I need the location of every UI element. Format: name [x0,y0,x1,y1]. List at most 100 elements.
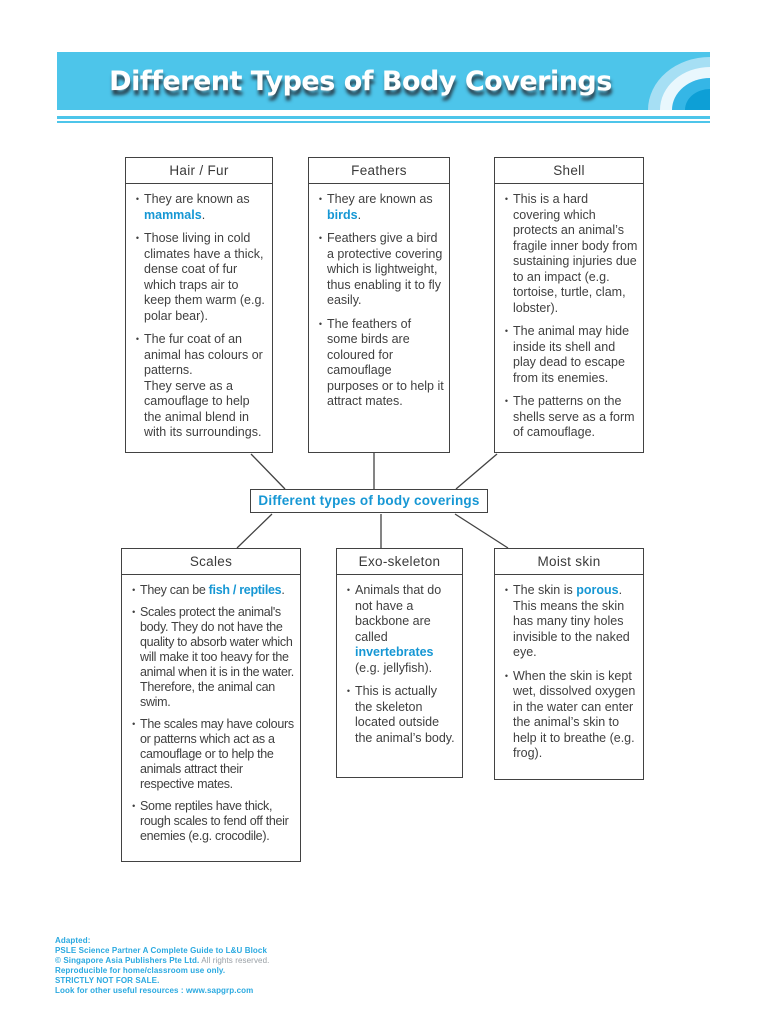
body-text: They serve as a camouflage to help the a… [144,378,262,440]
bullet-item: •The feathers of some birds are coloured… [314,317,444,410]
bullet-dot-icon: • [132,719,135,729]
box-title: Exo-skeleton [337,549,462,575]
bullet-dot-icon: • [504,396,509,406]
bullet-dot-icon: • [346,686,351,696]
bullet-dot-icon: • [135,233,140,243]
concept-box-hair-fur: Hair / Fur • They are known as mammals. • Th… [125,157,273,453]
body-text: Animals that do not have a backbone are … [355,583,442,644]
box-bullet-list: • They are known as mammals. • Those living… [126,184,272,441]
bullet-dot-icon: • [132,607,135,617]
bullet-dot-icon: • [504,670,509,681]
bullet-text: This is a hard covering which protects a… [513,192,638,316]
keyword-text: invertebrates [355,645,434,659]
bullet-dot-icon: • [132,585,135,595]
keyword-text: / [229,583,240,597]
body-text: . [201,207,206,222]
title-banner: Different Types of Body Coverings [57,52,710,110]
footer-text: Adapted: [55,936,91,945]
body-text: (e.g. jellyfish). [355,660,433,675]
body-text: The skin is [513,583,577,597]
banner-underline-thin [57,121,710,123]
bullet-text: They can be fish / reptiles. [140,583,295,598]
center-node: Different types of body coverings [250,489,488,513]
footer-text: Reproducible for home/classroom use only… [55,966,226,975]
box-bullet-list: • They are known as birds. • Feathers give … [309,184,449,410]
bullet-text: They are known as mammals. [144,192,267,223]
bullet-item: • They are known as mammals. [131,192,267,223]
footer-text: © Singapore Asia Publishers Pte Ltd. [55,956,200,965]
bullet-item: • The scales may have colours or patterns… [127,717,295,792]
box-bullet-list: • They can be fish / reptiles. • Scales pro… [122,575,300,844]
footer-text: STRICTLY NOT FOR SALE. [55,976,160,985]
box-bullet-list: • Animals that do not have a backbone are… [337,575,462,746]
body-text: This is actually the skeleton located ou… [355,684,455,745]
body-text: Those living in cold climates have a thi… [144,231,265,323]
body-text: The feathers of some birds are coloured … [327,316,444,409]
bullet-dot-icon: • [132,801,135,811]
body-text: This is a hard covering which protects a… [513,192,638,315]
bullet-item: • Some reptiles have thick, rough scales … [127,799,295,844]
body-text: Scales protect the animal's body. They d… [140,605,294,709]
bullet-text: The scales may have colours or patterns … [140,717,295,792]
body-text: The patterns on the shells serve as a fo… [513,394,635,439]
bullet-text: This is actually the skeleton located ou… [355,684,457,746]
box-bullet-list: • This is a hard covering which protects … [495,184,643,441]
footer-text: Look for other useful resources : www.sa… [55,986,254,995]
footer-line: Look for other useful resources : www.sa… [55,986,269,996]
bullet-item: • Feathers give a bird a protective cover… [314,231,444,309]
footer-line: STRICTLY NOT FOR SALE. [55,976,269,986]
body-text: They are known as [144,192,250,206]
box-title: Scales [122,549,300,575]
bullet-item: • They are known as birds. [314,192,444,223]
box-title: Hair / Fur [126,158,272,184]
body-text: When the skin is kept wet, dissolved oxy… [513,668,636,761]
bullet-item: • When the skin is kept wet, dissolved ox… [500,669,638,762]
bullet-item: • Animals that do not have a backbone are… [342,583,457,676]
footer-line: © Singapore Asia Publishers Pte Ltd. All… [55,956,269,966]
corner-arc-dark [685,89,710,110]
box-title: Feathers [309,158,449,184]
bullet-text: The fur coat of an animal has colours or… [144,332,267,441]
concept-box-feathers: Feathers • They are known as birds. • Feathe… [308,157,450,453]
footer-line: Reproducible for home/classroom use only… [55,966,269,976]
bullet-item: • This is actually the skeleton located o… [342,684,457,746]
keyword-text: mammals [144,207,202,222]
footer-muted-text: All rights reserved. [199,956,270,965]
page-title: Different Types of Body Coverings [109,66,612,97]
bullet-dot-icon: • [135,194,140,204]
body-text: Some reptiles have thick, rough scales t… [140,799,289,843]
footer: Adapted:PSLE Science Partner A Complete … [55,936,269,996]
keyword-text: porous [576,583,619,597]
bullet-item: •The animal may hide inside its shell an… [500,324,638,386]
bullet-text: The skin is porous. This means the skin … [513,583,638,661]
footer-line: Adapted: [55,936,269,946]
body-text: . This means the skin has many tiny hole… [513,583,630,659]
body-text: Feathers give a bird a protective coveri… [327,231,443,307]
bullet-dot-icon: • [318,233,323,243]
bullet-text: Those living in cold climates have a thi… [144,231,267,324]
concept-box-shell: Shell•This is a hard covering which prot… [494,157,644,453]
body-text: . [281,583,285,597]
bullet-text: When the skin is kept wet, dissolved oxy… [513,669,638,762]
bullet-dot-icon: • [135,334,140,344]
bullet-dot-icon: • [504,585,509,595]
bullet-text: Scales protect the animal's body. They d… [140,605,295,710]
bullet-text: They are known as birds. [327,192,444,223]
bullet-text: Animals that do not have a backbone are … [355,583,457,676]
body-text: . [357,207,362,222]
body-text: The scales may have colours or patterns … [140,717,294,791]
body-text: The animal may hide inside its shell and… [513,324,630,385]
bullet-item: • Those living in cold climates have a th… [131,231,267,324]
bullet-item: • Scales protect the animal's body. They … [127,605,295,710]
keyword-text: reptiles [239,583,282,597]
footer-text: PSLE Science Partner A Complete Guide to… [55,946,268,955]
keyword-text: fish [208,583,230,597]
bullet-item: • The skin is porous. This means the skin… [500,583,638,661]
keyword-text: birds [327,207,358,222]
bullet-item: • They can be fish / reptiles. [127,583,295,598]
concept-box-moist-skin: Moist skin•The skin is porous. This mean… [494,548,644,780]
bullet-dot-icon: • [346,585,351,595]
bullet-text: The patterns on the shells serve as a fo… [513,394,638,441]
bullet-dot-icon: • [318,194,323,204]
